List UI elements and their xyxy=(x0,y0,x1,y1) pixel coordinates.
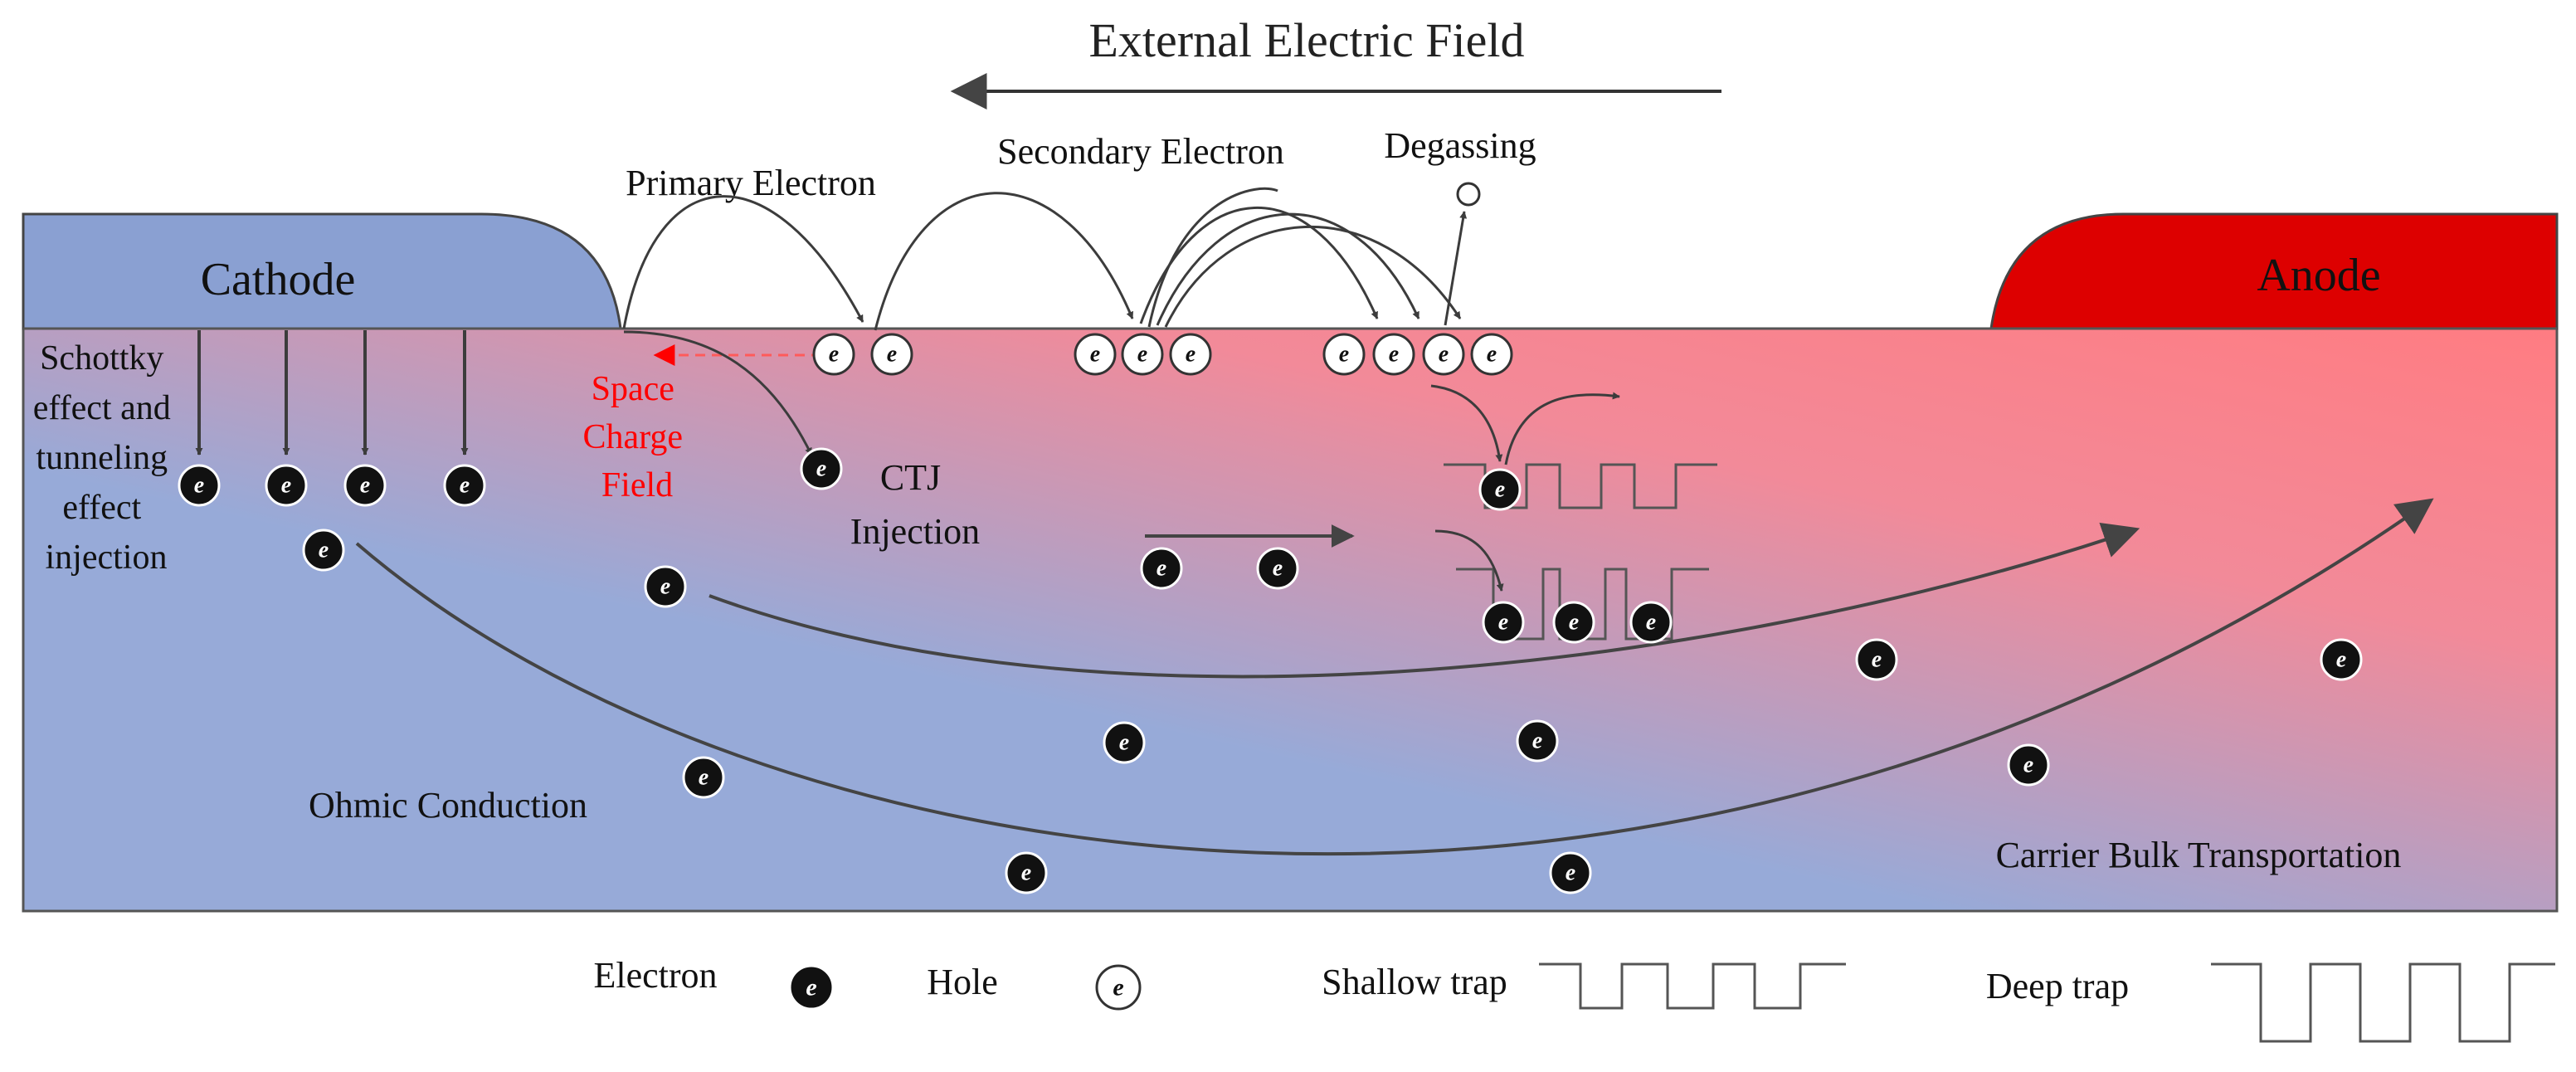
electron-particle-icon: e xyxy=(1482,601,1525,644)
svg-text:e: e xyxy=(1872,647,1882,673)
anode-label: Anode xyxy=(2257,250,2380,301)
dielectric-bulk xyxy=(22,327,2559,913)
cathode-electrode xyxy=(22,212,622,330)
hole-particle-icon: e xyxy=(1074,333,1117,376)
electron-particle-icon: e xyxy=(1140,547,1183,590)
electron-particle-icon: e xyxy=(2320,638,2363,681)
legend-deep-trap-icon xyxy=(2211,962,2555,1043)
svg-text:e: e xyxy=(1495,477,1505,503)
bulk-transport-label: Carrier Bulk Transportation xyxy=(1996,835,2402,875)
hole-particle-icon: e xyxy=(812,333,855,376)
electron-particle-icon: e xyxy=(1103,721,1146,764)
ctj-injection-arrow xyxy=(623,330,813,456)
legend-electron-icon: e xyxy=(788,964,835,1011)
electron-particle-icon: e xyxy=(178,464,221,507)
svg-text:e: e xyxy=(806,973,816,1001)
svg-text:e: e xyxy=(1021,860,1031,886)
electron-particle-icon: e xyxy=(644,565,687,608)
bulk-transport-arc-upper xyxy=(709,522,2140,679)
legend-shallow-trap-icon xyxy=(1539,962,1846,1010)
hole-particle-icon: e xyxy=(870,333,913,376)
schottky-injection-arrows xyxy=(195,330,469,456)
title: External Electric Field xyxy=(1088,13,1524,67)
electron-particle-icon: e xyxy=(1552,601,1595,644)
svg-text:e: e xyxy=(1339,342,1349,368)
svg-text:e: e xyxy=(699,765,709,791)
schottky-label: Schottky effect and tunneling effect inj… xyxy=(33,339,179,577)
svg-text:e: e xyxy=(1157,556,1166,582)
hole-particle-icon: e xyxy=(1169,333,1212,376)
svg-text:e: e xyxy=(1137,342,1147,368)
electron-particle-icon: e xyxy=(343,464,387,507)
svg-text:e: e xyxy=(1119,730,1129,756)
svg-text:e: e xyxy=(1113,973,1123,1001)
electron-particle-icon: e xyxy=(1549,851,1592,894)
electron-particle-icon: e xyxy=(682,756,725,799)
hole-particle-icon: e xyxy=(1121,333,1164,376)
electron-particle-icon: e xyxy=(1855,638,1898,681)
cathode-label: Cathode xyxy=(201,254,356,305)
legend-hole-icon: e xyxy=(1095,964,1142,1011)
degassing-arrow xyxy=(1444,211,1468,326)
electron-particle-icon: e xyxy=(443,464,486,507)
electron-particle-icon: e xyxy=(1516,719,1559,763)
legend-shallow-trap-label: Shallow trap xyxy=(1322,962,1507,1002)
electron-particle-icon: e xyxy=(1478,468,1522,511)
space-charge-label: Space Charge Field xyxy=(582,370,691,504)
primary-electron-path xyxy=(622,195,864,329)
svg-text:e: e xyxy=(1186,342,1195,368)
hole-particle-icon: e xyxy=(1372,333,1415,376)
hole-particle-icon: e xyxy=(1470,333,1513,376)
gas-molecule xyxy=(1456,182,1481,207)
electron-particle-icon: e xyxy=(265,464,308,507)
hole-particle-icon: e xyxy=(1422,333,1465,376)
svg-text:e: e xyxy=(660,574,670,600)
svg-text:e: e xyxy=(887,342,897,368)
svg-text:e: e xyxy=(829,342,839,368)
svg-text:e: e xyxy=(360,473,370,499)
electron-particle-icon: e xyxy=(2007,743,2050,787)
ctj-label: CTJ Injection xyxy=(850,457,980,552)
svg-text:e: e xyxy=(1273,556,1283,582)
svg-text:e: e xyxy=(1532,728,1542,754)
trapping-arrows xyxy=(1430,384,1620,592)
legend: Electron e Hole e Shallow trap Deep trap xyxy=(593,955,2555,1043)
degassing-label: Degassing xyxy=(1384,125,1536,166)
secondary-electron-paths xyxy=(874,187,1462,331)
legend-electron-label: Electron xyxy=(593,955,717,996)
svg-text:e: e xyxy=(1487,342,1497,368)
svg-text:e: e xyxy=(1566,860,1575,886)
svg-text:e: e xyxy=(1090,342,1100,368)
electron-symbol: e xyxy=(788,964,835,1011)
svg-text:e: e xyxy=(460,473,470,499)
svg-text:e: e xyxy=(1569,610,1579,636)
bulk-transport-arc-lower xyxy=(355,498,2434,856)
primary-electron-label: Primary Electron xyxy=(626,163,876,203)
electron-particle-icon: e xyxy=(800,447,843,490)
hole-particle-icon: e xyxy=(1322,333,1366,376)
ohmic-conduction-label: Ohmic Conduction xyxy=(309,785,587,826)
bulk-electrons: e e e e e e e e e e e e e e e e e e e e e xyxy=(178,447,2363,894)
secondary-electron-label: Secondary Electron xyxy=(997,131,1284,172)
svg-text:e: e xyxy=(2336,647,2346,673)
svg-text:e: e xyxy=(1389,342,1399,368)
svg-text:e: e xyxy=(319,538,329,563)
svg-text:e: e xyxy=(816,456,826,482)
legend-hole-label: Hole xyxy=(927,962,998,1002)
svg-text:e: e xyxy=(1439,342,1449,368)
hole-symbol: e xyxy=(1095,964,1142,1011)
svg-text:e: e xyxy=(281,473,291,499)
electron-particle-icon: e xyxy=(1005,851,1048,894)
legend-deep-trap-label: Deep trap xyxy=(1986,966,2129,1006)
svg-text:e: e xyxy=(2023,753,2033,778)
electron-particle-icon: e xyxy=(1256,547,1299,590)
electron-particle-icon: e xyxy=(1629,601,1673,644)
svg-text:e: e xyxy=(194,473,204,499)
electron-particle-icon: e xyxy=(302,529,345,572)
anode-electrode xyxy=(1989,212,2559,330)
svg-text:e: e xyxy=(1498,610,1508,636)
svg-text:e: e xyxy=(1646,610,1656,636)
